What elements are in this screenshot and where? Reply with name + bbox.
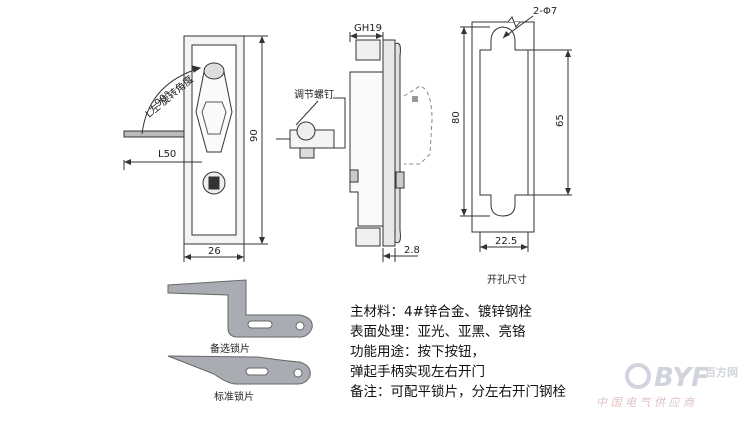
lock-piece-standard-caption: 标准锁片 (214, 390, 254, 403)
rotation-arc (141, 67, 201, 135)
watermark-tagline: 中 国 电 气 供 应 商 (596, 396, 696, 409)
side-body (349, 71, 384, 227)
spec-material: 主材料：4#锌合金、镀锌钢栓 (350, 304, 532, 320)
lock-piece-standard (167, 355, 311, 385)
watermark-brand-suffix: 百方网 (705, 365, 738, 379)
outer-height-label: 80 (451, 111, 462, 124)
screw-label: 调节螺钉 (294, 89, 334, 101)
side-top-block (355, 39, 381, 61)
screw-leader (295, 100, 319, 126)
offset-dim-label: 2.8 (404, 245, 420, 256)
handle-arm (123, 130, 185, 138)
break-mark (507, 16, 521, 28)
width-dim-label: 26 (208, 246, 221, 257)
lock-piece-alt-slot (247, 320, 273, 329)
arrowheads (124, 27, 571, 260)
cutout-outer-box (471, 21, 535, 233)
lock-pieces (167, 279, 313, 385)
handle-top-knob (203, 62, 225, 80)
side-view (276, 32, 433, 262)
side-faceplate-curve (394, 42, 401, 244)
gh-label: GH19 (354, 23, 382, 34)
hinge-dot (412, 96, 418, 102)
lock-piece-alt-caption: 备选锁片 (210, 342, 250, 355)
spec-surface: 表面处理：亚光、亚黑、亮铬 (350, 324, 526, 340)
cutout-width-label: 22.5 (495, 236, 517, 247)
spec-function-cont: 弹起手柄实现左右开门 (350, 364, 485, 380)
rotation-arrow (191, 65, 202, 73)
front-view (123, 35, 268, 262)
spec-remark: 备注：可配平锁片，分左右开门钢栓 (350, 384, 566, 400)
side-bottom-block (355, 227, 381, 247)
lock-piece-standard-hole (293, 368, 303, 378)
screw-head (296, 121, 316, 141)
side-notch-1 (349, 169, 359, 183)
handle-open-dashed (403, 85, 433, 165)
lock-piece-standard-slot (245, 367, 269, 376)
handle-length-label: L50 (158, 149, 176, 160)
watermark-brand: BYF (654, 363, 709, 393)
cutout-caption: 开孔尺寸 (487, 273, 527, 286)
cutout-slot (479, 26, 529, 217)
keyhole-slot (208, 176, 220, 190)
watermark-logo-icon (625, 363, 651, 389)
side-notch-2 (395, 171, 405, 189)
bracket (333, 97, 346, 149)
spec-function: 功能用途：按下按钮， (350, 344, 485, 360)
screw-nut (299, 147, 315, 159)
inner-height-label: 65 (555, 114, 566, 127)
height-dim-label: 90 (249, 129, 260, 142)
lock-piece-alt (167, 279, 313, 338)
cutout-view (460, 15, 572, 252)
handle-inner-outline (201, 101, 227, 135)
hole-label: 2-Φ7 (533, 6, 557, 17)
lock-piece-alt-hole (295, 321, 305, 331)
